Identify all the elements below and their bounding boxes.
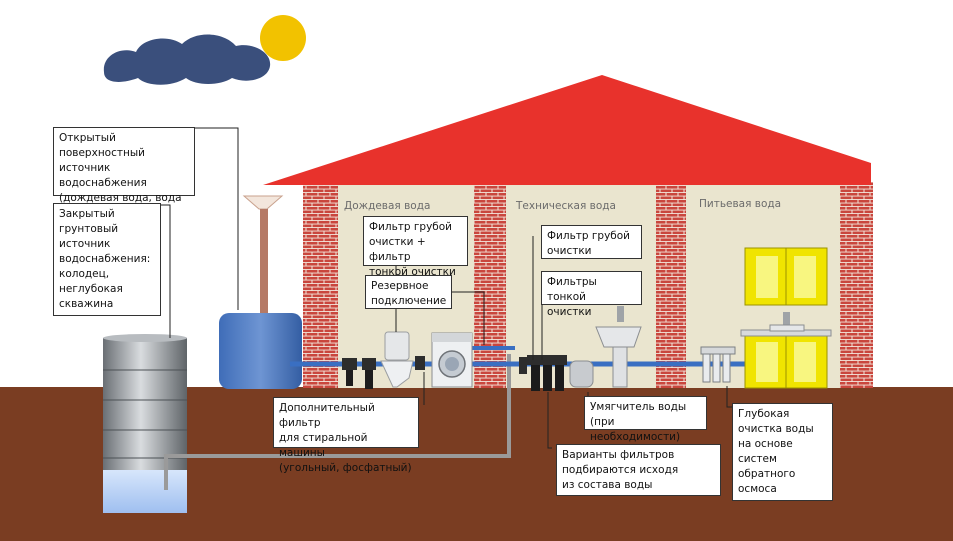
label-surface-source: Открытый поверхностный источник водоснаб… [53,127,195,234]
zone-technical-water: Техническая вода [516,200,616,212]
label-washing-machine-filter: Дополнительный фильтр для стиральной маш… [273,397,419,474]
filter-icon [519,355,567,391]
roof [263,75,871,185]
filter-icon [415,356,425,370]
underground-pipe [164,354,511,490]
sun-icon [260,15,306,61]
sink-icon [595,306,642,388]
filter-icon [700,346,736,383]
sink-icon [769,312,805,332]
rain-collector [219,195,302,389]
label-softener: Умягчитель воды (при необходимости) [584,396,707,443]
brick-column [840,182,873,388]
label-fine-filters: Фильтры тонкой очистки [541,271,642,318]
washing-machine-icon [431,332,473,388]
zone-drinking-water: Питьевая вода [699,198,782,210]
brick-column [656,182,686,388]
zone-rain-water: Дождевая вода [344,200,431,212]
brick-column [474,182,506,388]
softener-icon [569,360,594,388]
brick-column [303,182,338,388]
kitchen-cabinets [740,247,832,389]
toilet-icon [380,331,414,388]
filter-icon [342,358,376,389]
label-coarse-fine-filter: Фильтр грубой очистки + фильтр тонкой оч… [363,216,468,278]
label-coarse-filter: Фильтр грубой очистки [541,225,642,259]
cloud-icon [103,34,271,85]
label-reverse-osmosis: Глубокая очистка воды на основе систем о… [732,403,833,501]
label-filter-variants: Варианты фильтров подбираются исходя из … [556,444,721,496]
well [103,334,187,513]
label-ground-source: Закрытый грунтовый источник водоснабжени… [53,203,161,316]
label-reserve-connection: Резервное подключение [365,275,452,309]
